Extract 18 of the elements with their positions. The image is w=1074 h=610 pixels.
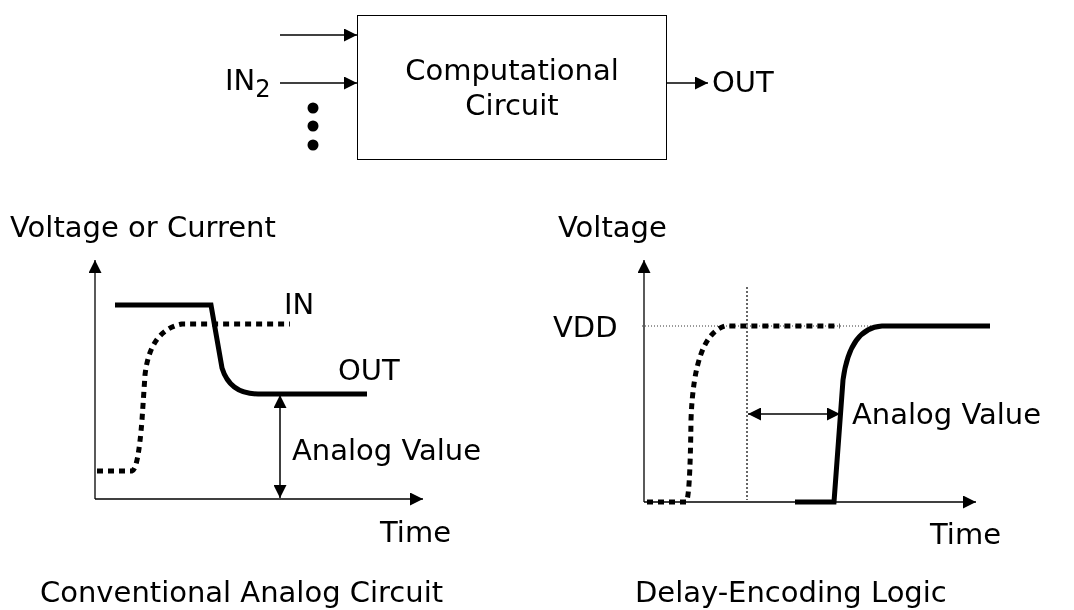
axis-title: Voltage <box>558 213 667 242</box>
arrow <box>666 76 709 90</box>
process-box <box>357 15 667 160</box>
waveform-label: OUT <box>338 356 400 385</box>
caption: Conventional Analog Circuit <box>40 578 444 607</box>
arrow <box>279 76 358 90</box>
dimension-label: Analog Value <box>852 400 1042 429</box>
axis-title: Time <box>930 520 1001 549</box>
axis-title: Time <box>380 518 451 547</box>
box-label: Computational Circuit <box>404 52 620 123</box>
axis-title: Voltage or Current <box>10 213 276 242</box>
level-label: VDD <box>553 313 618 342</box>
caption: Delay-Encoding Logic <box>635 578 947 607</box>
waveform-label: IN <box>284 290 315 319</box>
dimension-label: Analog Value <box>292 436 482 465</box>
arrow <box>279 28 358 42</box>
input-label: IN$_{2}$ <box>225 66 271 101</box>
output-label: OUT <box>712 68 774 97</box>
